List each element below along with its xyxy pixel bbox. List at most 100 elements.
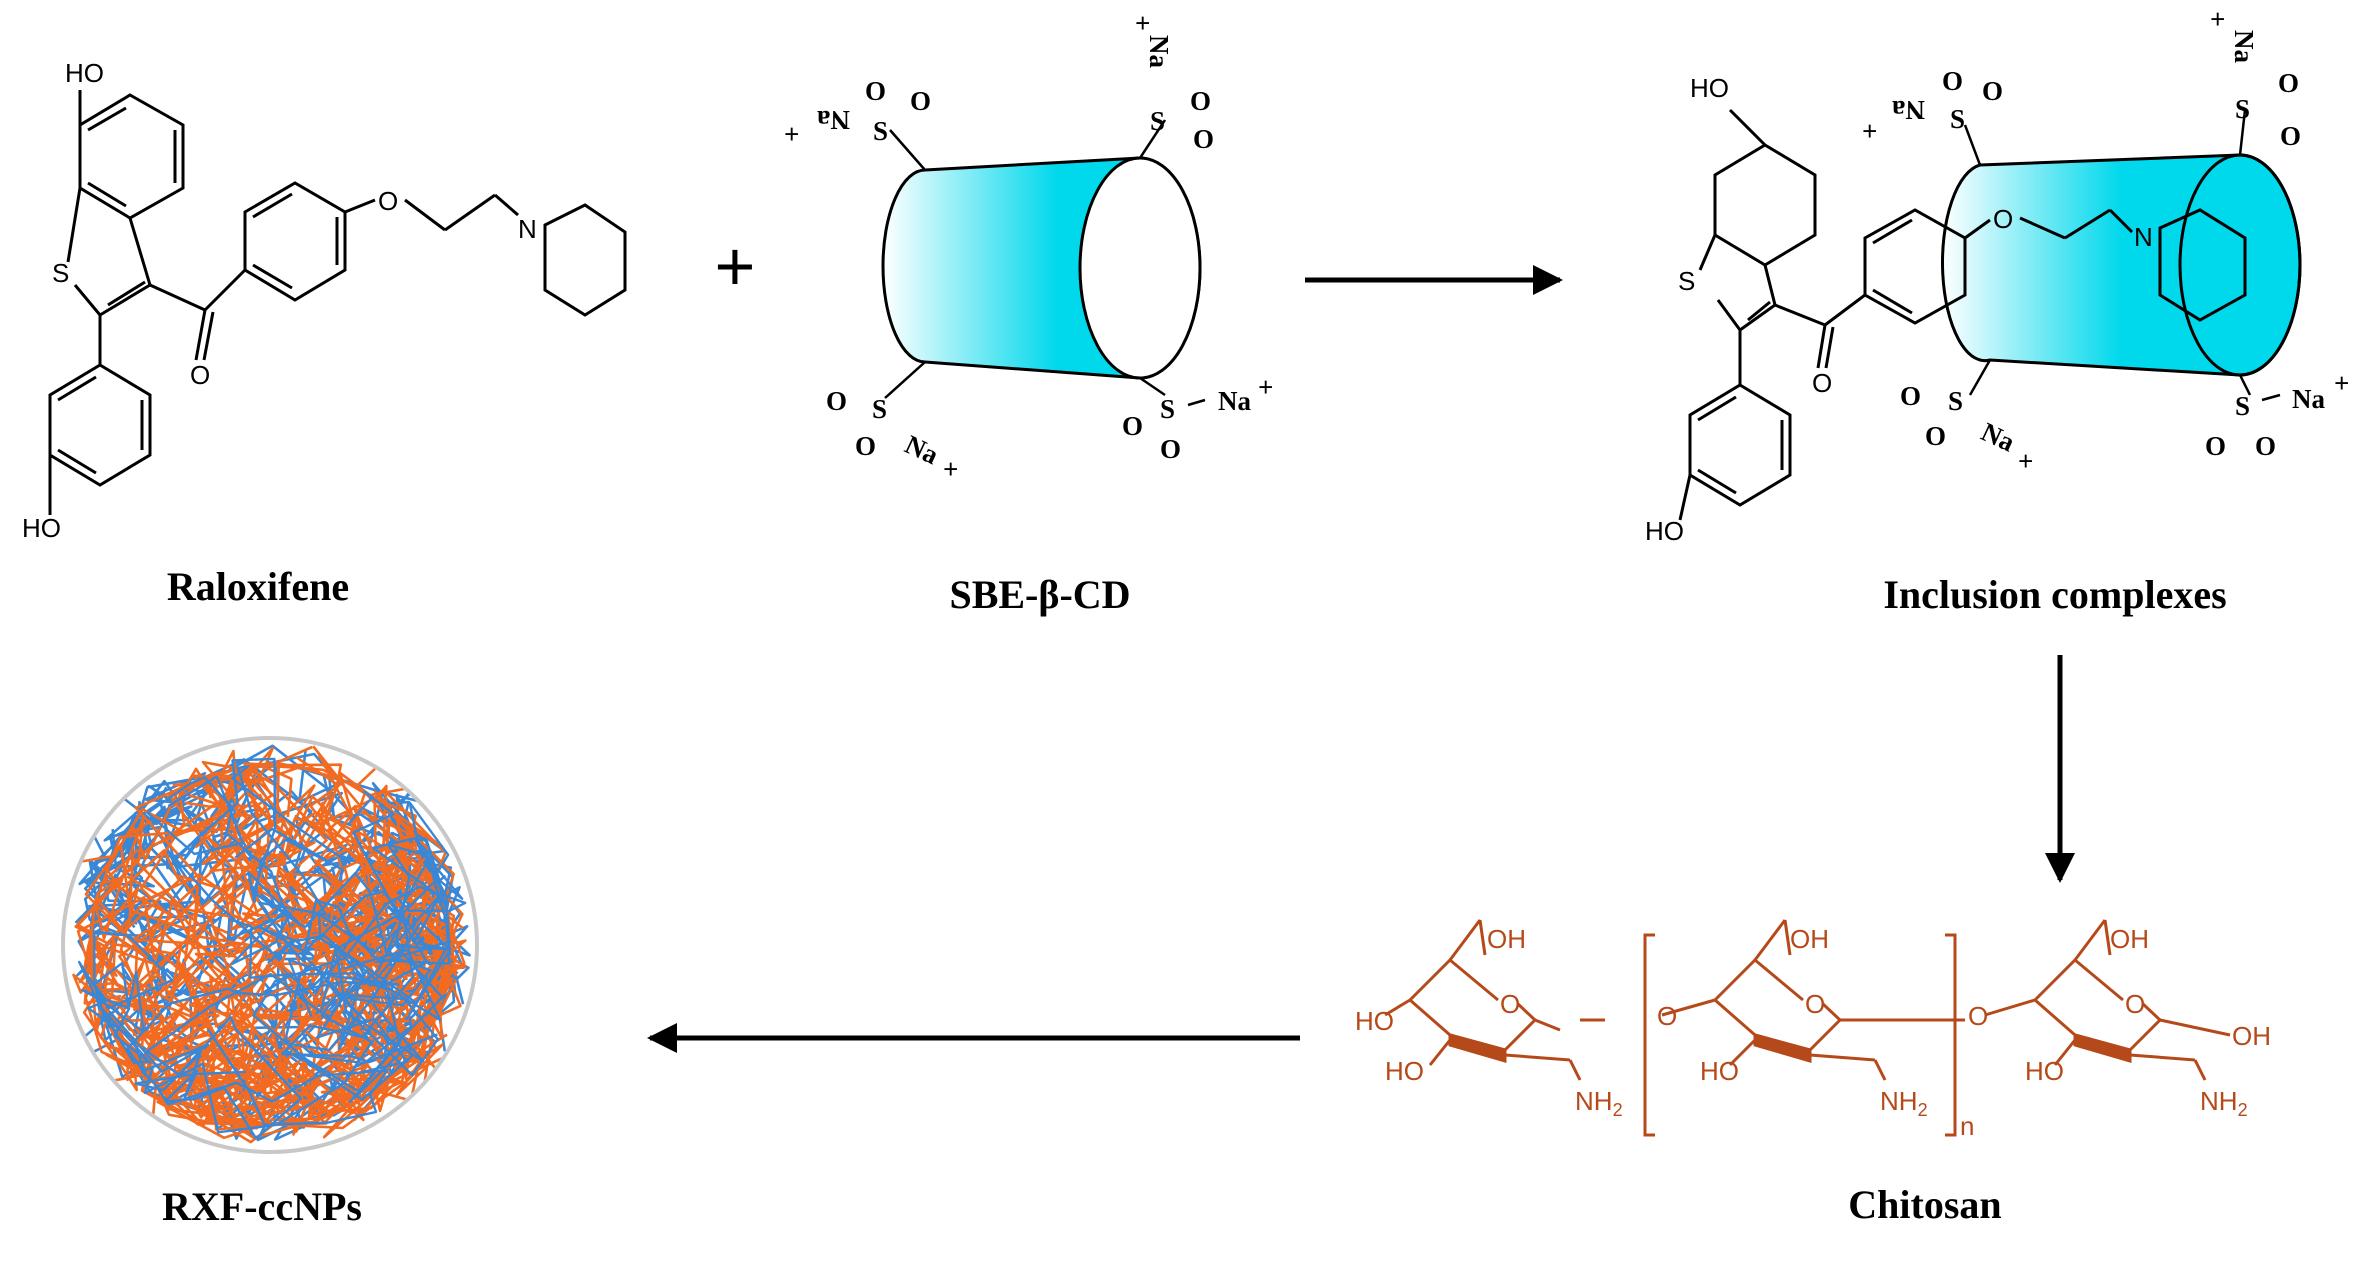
raloxifene-label: Raloxifene bbox=[167, 564, 349, 609]
chitosan-label: Chitosan bbox=[1848, 1182, 2001, 1227]
sbe-na-3: Na bbox=[900, 429, 943, 470]
inc-s-3: S bbox=[1948, 386, 1963, 416]
sbe-na-4: Na bbox=[1218, 386, 1251, 416]
inc-s-1: S bbox=[1950, 104, 1965, 134]
inc-plus-2: + bbox=[2210, 4, 2225, 34]
polymer-fiber bbox=[252, 801, 467, 1093]
sbe-sulfonate-top-right: S O O Na + bbox=[1135, 8, 1214, 154]
chitosan-ho-2: HO bbox=[1700, 1056, 1739, 1086]
raloxifene-structure bbox=[48, 90, 627, 515]
polymer-fiber bbox=[72, 816, 325, 1004]
polymer-fiber bbox=[77, 930, 389, 1127]
inc-na-4: Na bbox=[2292, 384, 2325, 414]
chitosan-link-o-2: O bbox=[1968, 1001, 1988, 1031]
inc-o-2b: O bbox=[2280, 121, 2301, 151]
polymer-fiber bbox=[201, 932, 408, 1122]
sbe-s-1: S bbox=[873, 116, 888, 146]
chitosan-ring-o-1: O bbox=[1500, 989, 1520, 1019]
inc-plus-1: + bbox=[1862, 116, 1877, 146]
plus-sign: + bbox=[715, 227, 756, 305]
sbe-plus-3: + bbox=[943, 454, 958, 484]
chitosan-link-o-1: O bbox=[1657, 1001, 1677, 1031]
sbe-sulfonate-bottom-right: S O O Na + bbox=[1122, 372, 1273, 464]
inc-o-3b: O bbox=[1925, 421, 1946, 451]
chitosan-nh2-1-main: NH bbox=[1575, 1086, 1613, 1116]
chitosan-nh2-2: NH2 bbox=[1880, 1086, 1928, 1120]
chitosan-repeat-n: n bbox=[1960, 1111, 1974, 1141]
chitosan-nh2-1-sub: 2 bbox=[1613, 1100, 1623, 1120]
polymer-fiber bbox=[89, 783, 450, 1130]
chitosan-nh2-3: NH2 bbox=[2200, 1086, 2248, 1120]
polymer-fiber bbox=[105, 756, 356, 999]
sbe-o-4b: O bbox=[1160, 434, 1181, 464]
sbe-o-2a: O bbox=[1190, 86, 1211, 116]
raloxifene-ether-o: O bbox=[378, 186, 398, 216]
sbe-o-4a: O bbox=[1122, 411, 1143, 441]
chitosan-nh2-3-main: NH bbox=[2200, 1086, 2238, 1116]
inclusion-carbonyl-o: O bbox=[1812, 368, 1832, 398]
sbe-cd-label: SBE-β-CD bbox=[949, 572, 1130, 617]
chitosan-oh-1: OH bbox=[1487, 924, 1526, 954]
sbe-o-1a: O bbox=[865, 76, 886, 106]
polymer-fiber bbox=[81, 958, 400, 1078]
chitosan-nh2-2-main: NH bbox=[1880, 1086, 1918, 1116]
polymer-fiber bbox=[83, 899, 309, 1109]
inclusion-label: Inclusion complexes bbox=[1883, 572, 2226, 617]
inclusion-sulfonate-top-left: S O O Na + bbox=[1862, 66, 2003, 146]
inclusion-sulfonate-bottom-left: S O O Na + bbox=[1900, 381, 2033, 476]
chitosan-oh-end: OH bbox=[2232, 1021, 2271, 1051]
inclusion-sulfonate-bottom-right: S O O Na + bbox=[2205, 368, 2349, 461]
inc-o-1b: O bbox=[1982, 76, 2003, 106]
sbe-plus-4: + bbox=[1258, 372, 1273, 402]
sbe-s-2: S bbox=[1150, 106, 1165, 136]
polymer-fiber bbox=[125, 777, 429, 954]
polymer-fiber bbox=[281, 843, 464, 1063]
inclusion-s: S bbox=[1678, 266, 1695, 296]
inc-o-4a: O bbox=[2205, 431, 2226, 461]
sbe-s-4: S bbox=[1160, 394, 1175, 424]
chitosan-nh2-1: NH2 bbox=[1575, 1086, 1623, 1120]
sbe-s-3: S bbox=[872, 394, 887, 424]
chitosan-nh2-3-sub: 2 bbox=[2238, 1100, 2248, 1120]
chitosan-ring-o-3: O bbox=[2125, 989, 2145, 1019]
inc-s-4: S bbox=[2235, 391, 2250, 421]
chitosan-ring-o-2: O bbox=[1805, 989, 1825, 1019]
inc-plus-3: + bbox=[2018, 446, 2033, 476]
sbe-plus-1: + bbox=[784, 119, 799, 149]
inc-o-1a: O bbox=[1942, 66, 1963, 96]
raloxifene-s: S bbox=[52, 258, 69, 288]
inc-o-2a: O bbox=[2278, 68, 2299, 98]
sbe-na-1: Na bbox=[817, 105, 850, 135]
sbe-o-2b: O bbox=[1193, 124, 1214, 154]
inc-s-2: S bbox=[2235, 94, 2250, 124]
cyclodextrin-cone bbox=[881, 119, 1202, 399]
raloxifene-ho-bottom: HO bbox=[22, 513, 61, 543]
inclusion-ether-o: O bbox=[1993, 204, 2013, 234]
polymer-fiber bbox=[143, 837, 451, 1134]
inc-o-4b: O bbox=[2255, 431, 2276, 461]
inclusion-sulfonate-top-right: S O O Na + bbox=[2210, 4, 2301, 151]
sbe-na-2: Na bbox=[1144, 35, 1174, 68]
sbe-sulfonate-top-left: S O O Na + bbox=[784, 76, 931, 149]
polymer-fiber bbox=[98, 934, 423, 1116]
raloxifene-ho-top: HO bbox=[65, 58, 104, 88]
raloxifene-carbonyl-o: O bbox=[190, 360, 210, 390]
inc-plus-4: + bbox=[2334, 368, 2349, 398]
polymer-fiber bbox=[134, 942, 408, 1140]
nanoparticle-fibers bbox=[72, 744, 471, 1144]
polymer-fiber bbox=[146, 775, 409, 1075]
inclusion-ho-bottom: HO bbox=[1645, 516, 1684, 546]
chitosan-oh-3: OH bbox=[2110, 924, 2149, 954]
sbe-o-1b: O bbox=[910, 86, 931, 116]
inc-na-1: Na bbox=[1892, 95, 1925, 125]
sbe-sulfonate-bottom-left: S O O Na + bbox=[826, 386, 958, 484]
raloxifene-n: N bbox=[518, 214, 537, 244]
chitosan-structure bbox=[1384, 919, 2231, 1137]
chitosan-ho-3: HO bbox=[2025, 1056, 2064, 1086]
inclusion-guest-structure bbox=[1678, 108, 2247, 521]
sbe-o-3b: O bbox=[855, 431, 876, 461]
chitosan-ho-1a: HO bbox=[1355, 1006, 1394, 1036]
chitosan-oh-2: OH bbox=[1790, 924, 1829, 954]
sbe-o-3a: O bbox=[826, 386, 847, 416]
